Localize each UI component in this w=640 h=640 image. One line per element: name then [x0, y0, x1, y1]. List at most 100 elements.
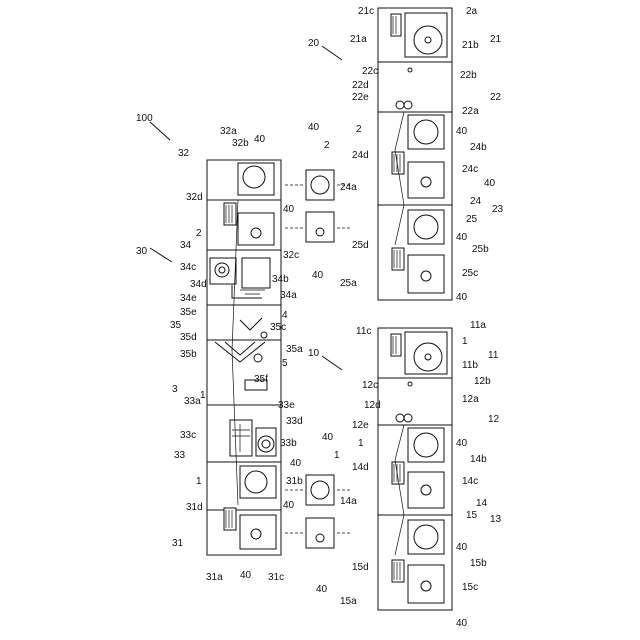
label-22b: 22b — [460, 70, 477, 81]
label-25a: 25a — [340, 278, 357, 289]
label-34c: 34c — [180, 262, 196, 273]
module-11b — [405, 332, 447, 374]
label-22e: 22e — [352, 92, 369, 103]
label-1: 1 — [196, 476, 202, 487]
label-31: 31 — [172, 538, 184, 549]
label-25c: 25c — [462, 268, 478, 279]
module-14c — [408, 472, 444, 508]
label-21a: 21a — [350, 34, 367, 45]
label-31c: 31c — [268, 572, 284, 583]
label-22d: 22d — [352, 80, 369, 91]
label-20: 20 — [308, 38, 320, 49]
label-11b: 11b — [462, 360, 478, 371]
label-35: 35 — [170, 320, 182, 331]
label-40: 40 — [316, 584, 328, 595]
label-32d: 32d — [186, 192, 203, 203]
label-5: 5 — [282, 358, 288, 369]
system-20 — [378, 8, 452, 300]
label-25b: 25b — [472, 244, 489, 255]
label-11a: 11a — [470, 320, 486, 331]
label-4: 4 — [282, 310, 288, 321]
module-24c — [408, 162, 444, 198]
label-1: 1 — [462, 336, 468, 347]
label-32c: 32c — [283, 250, 299, 261]
label-31d: 31d — [186, 502, 203, 513]
label-12d: 12d — [364, 400, 381, 411]
label-1: 1 — [334, 450, 340, 461]
label-25: 25 — [466, 214, 478, 225]
label-34e: 34e — [180, 293, 197, 304]
label-34: 34 — [180, 240, 192, 251]
label-2: 2 — [196, 228, 202, 239]
label-1: 1 — [200, 390, 206, 401]
label-32: 32 — [178, 148, 190, 159]
label-15b: 15b — [470, 558, 487, 569]
label-15: 15 — [466, 510, 478, 521]
label-24b: 24b — [470, 142, 487, 153]
label-14: 14 — [476, 498, 488, 509]
label-14c: 14c — [462, 476, 478, 487]
cart — [306, 518, 334, 548]
label-40: 40 — [456, 618, 468, 629]
label-40: 40 — [322, 432, 334, 443]
module-34b — [242, 258, 270, 288]
arrow-20 — [322, 46, 342, 60]
label-40: 40 — [283, 204, 295, 215]
label-32a: 32a — [220, 126, 237, 137]
label-15d: 15d — [352, 562, 369, 573]
label-12a: 12a — [462, 394, 479, 405]
label-22: 22 — [490, 92, 502, 103]
module-33c — [230, 420, 252, 456]
module-31c — [240, 515, 276, 549]
arrow-30 — [150, 248, 172, 262]
label-40: 40 — [240, 570, 252, 581]
module-32c — [238, 213, 274, 245]
label-30: 30 — [136, 246, 148, 257]
label-11c: 11c — [356, 326, 371, 337]
label-15c: 15c — [462, 582, 478, 593]
cart — [306, 212, 334, 242]
label-22a: 22a — [462, 106, 479, 117]
label-14d: 14d — [352, 462, 369, 473]
arrow-10 — [322, 356, 342, 370]
module-34c — [210, 258, 236, 284]
label-33a: 33a — [184, 396, 201, 407]
label-31b: 31b — [286, 476, 303, 487]
label-21c: 21c — [358, 6, 374, 17]
label-12e: 12e — [352, 420, 369, 431]
label-2: 2 — [356, 124, 362, 135]
label-34b: 34b — [272, 274, 289, 285]
label-40: 40 — [312, 270, 324, 281]
label-24c: 24c — [462, 164, 478, 175]
label-40: 40 — [283, 500, 295, 511]
label-100: 100 — [136, 113, 153, 124]
label-33d: 33d — [286, 416, 303, 427]
label-40: 40 — [254, 134, 266, 145]
label-25d: 25d — [352, 240, 369, 251]
label-33: 33 — [174, 450, 186, 461]
label-31a: 31a — [206, 572, 223, 583]
label-40: 40 — [456, 232, 468, 243]
system-30 — [207, 160, 281, 555]
label-14b: 14b — [470, 454, 487, 465]
label-34d: 34d — [190, 279, 207, 290]
label-21b: 21b — [462, 40, 479, 51]
label-35e: 35e — [180, 307, 197, 318]
module-15c — [408, 565, 444, 603]
label-33e: 33e — [278, 400, 295, 411]
label-34a: 34a — [280, 290, 297, 301]
label-12c: 12c — [362, 380, 378, 391]
label-24: 24 — [470, 196, 482, 207]
label-33b: 33b — [280, 438, 297, 449]
label-15a: 15a — [340, 596, 357, 607]
arrow-100 — [150, 122, 170, 140]
label-40: 40 — [308, 122, 320, 133]
system-10 — [378, 328, 452, 610]
label-23: 23 — [492, 204, 504, 215]
label-40: 40 — [456, 292, 468, 303]
cart — [306, 170, 334, 200]
carts-upper — [285, 170, 352, 242]
label-10: 10 — [308, 348, 320, 359]
